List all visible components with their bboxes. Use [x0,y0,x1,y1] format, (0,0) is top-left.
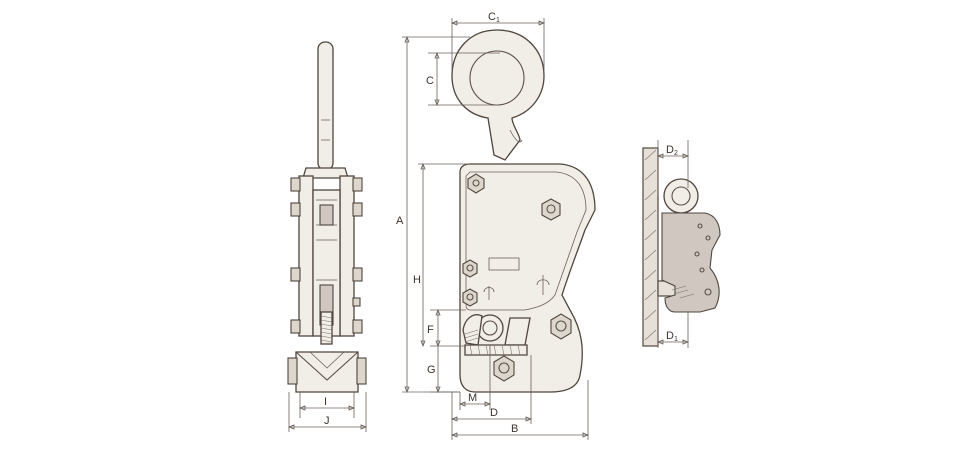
front-lifting-eye [451,29,545,161]
label-A: A [396,215,404,227]
label-B: B [511,423,518,435]
installed-clamp-body [661,212,721,313]
label-C: C [426,75,434,87]
label-D1-sub: 1 [674,336,678,343]
label-C1: C [488,11,496,23]
side-view: I J [287,41,368,432]
side-jaw [295,351,359,393]
label-D2-sub: 2 [674,150,678,157]
label-G: G [427,364,436,376]
side-plate-right [339,175,355,337]
side-shackle [317,41,334,171]
label-D2: D [666,144,674,156]
label-D1: D [666,330,674,342]
dimension-G: G [427,346,460,394]
dimension-J: J [287,392,368,432]
label-D: D [490,407,498,419]
side-screw-thread [320,311,333,345]
installed-eye [663,178,699,214]
label-J: J [324,415,330,427]
work-plate [642,147,659,347]
front-cam-jaw [462,314,531,346]
dimension-M: M [458,345,492,410]
installed-view: D 2 D 1 [642,140,721,348]
dimension-A: A [396,35,470,394]
dimension-C1: C 1 [450,11,546,70]
dimension-D2: D 2 [656,140,690,196]
label-C1-sub: 1 [496,17,500,24]
front-bolts [462,173,572,382]
dimension-H: H [413,162,470,348]
dimension-I: I [298,392,356,418]
dimension-B: B [450,380,590,440]
label-F: F [427,324,434,336]
dimension-F: F [427,308,466,348]
label-I: I [324,396,327,408]
label-M: M [468,392,477,404]
dimension-D1: D 1 [656,296,690,348]
front-view: C 1 C A H [396,11,596,440]
dimension-C: C [426,51,500,107]
label-H: H [413,274,421,286]
dimension-D: D [450,355,533,440]
side-plate-left [298,175,314,337]
front-body [459,163,596,393]
